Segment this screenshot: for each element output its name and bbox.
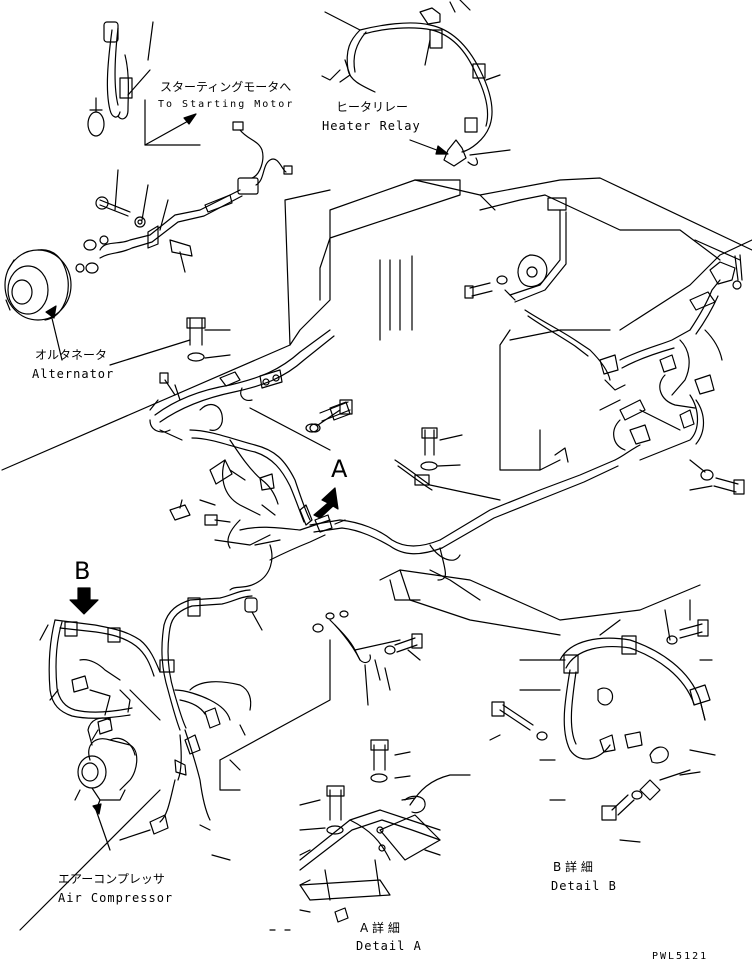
starting-motor-cable <box>88 22 200 145</box>
drawing-code: PWL5121 <box>652 951 709 962</box>
detail-b-label-jp: B 詳 細 <box>553 860 593 874</box>
chassis-outline <box>2 178 752 930</box>
heater-relay-label-en: Heater Relay <box>322 119 421 133</box>
air-compressor-label-jp: エアーコンプレッサ <box>58 872 165 886</box>
bolt-center-left <box>310 400 352 432</box>
alternator-label-jp: オルタネータ <box>35 348 108 362</box>
air-compressor <box>75 718 137 850</box>
detail-b-assembly <box>490 600 715 842</box>
view-b-arrow <box>70 588 98 614</box>
air-compressor-label-en: Air Compressor <box>58 891 174 905</box>
detail-a-label-jp: A 詳 細 <box>360 921 400 935</box>
lower-cable <box>245 598 422 705</box>
view-b-label: B <box>74 557 91 585</box>
detail-a-assembly <box>270 740 470 930</box>
bolt-left-mid <box>110 318 230 365</box>
compressor-harness <box>40 620 160 740</box>
view-a-label: A <box>331 455 348 483</box>
right-harness <box>465 198 742 462</box>
detail-b-label-en: Detail B <box>551 879 617 893</box>
alternator-cable <box>84 122 292 273</box>
heater-relay-label-jp: ヒータリレー <box>336 100 409 114</box>
alternator-label-en: Alternator <box>32 367 115 381</box>
starting-motor-label-en: To Starting Motor <box>158 99 295 110</box>
main-harness <box>120 330 618 860</box>
starting-motor-label-jp: スターティングモータへ <box>160 80 292 94</box>
bolt-center <box>395 428 500 500</box>
view-a-arrow <box>314 488 338 518</box>
detail-a-label-en: Detail A <box>356 939 422 953</box>
heater-relay-harness <box>322 0 510 166</box>
alternator <box>5 250 84 360</box>
bolt-right <box>690 460 744 494</box>
